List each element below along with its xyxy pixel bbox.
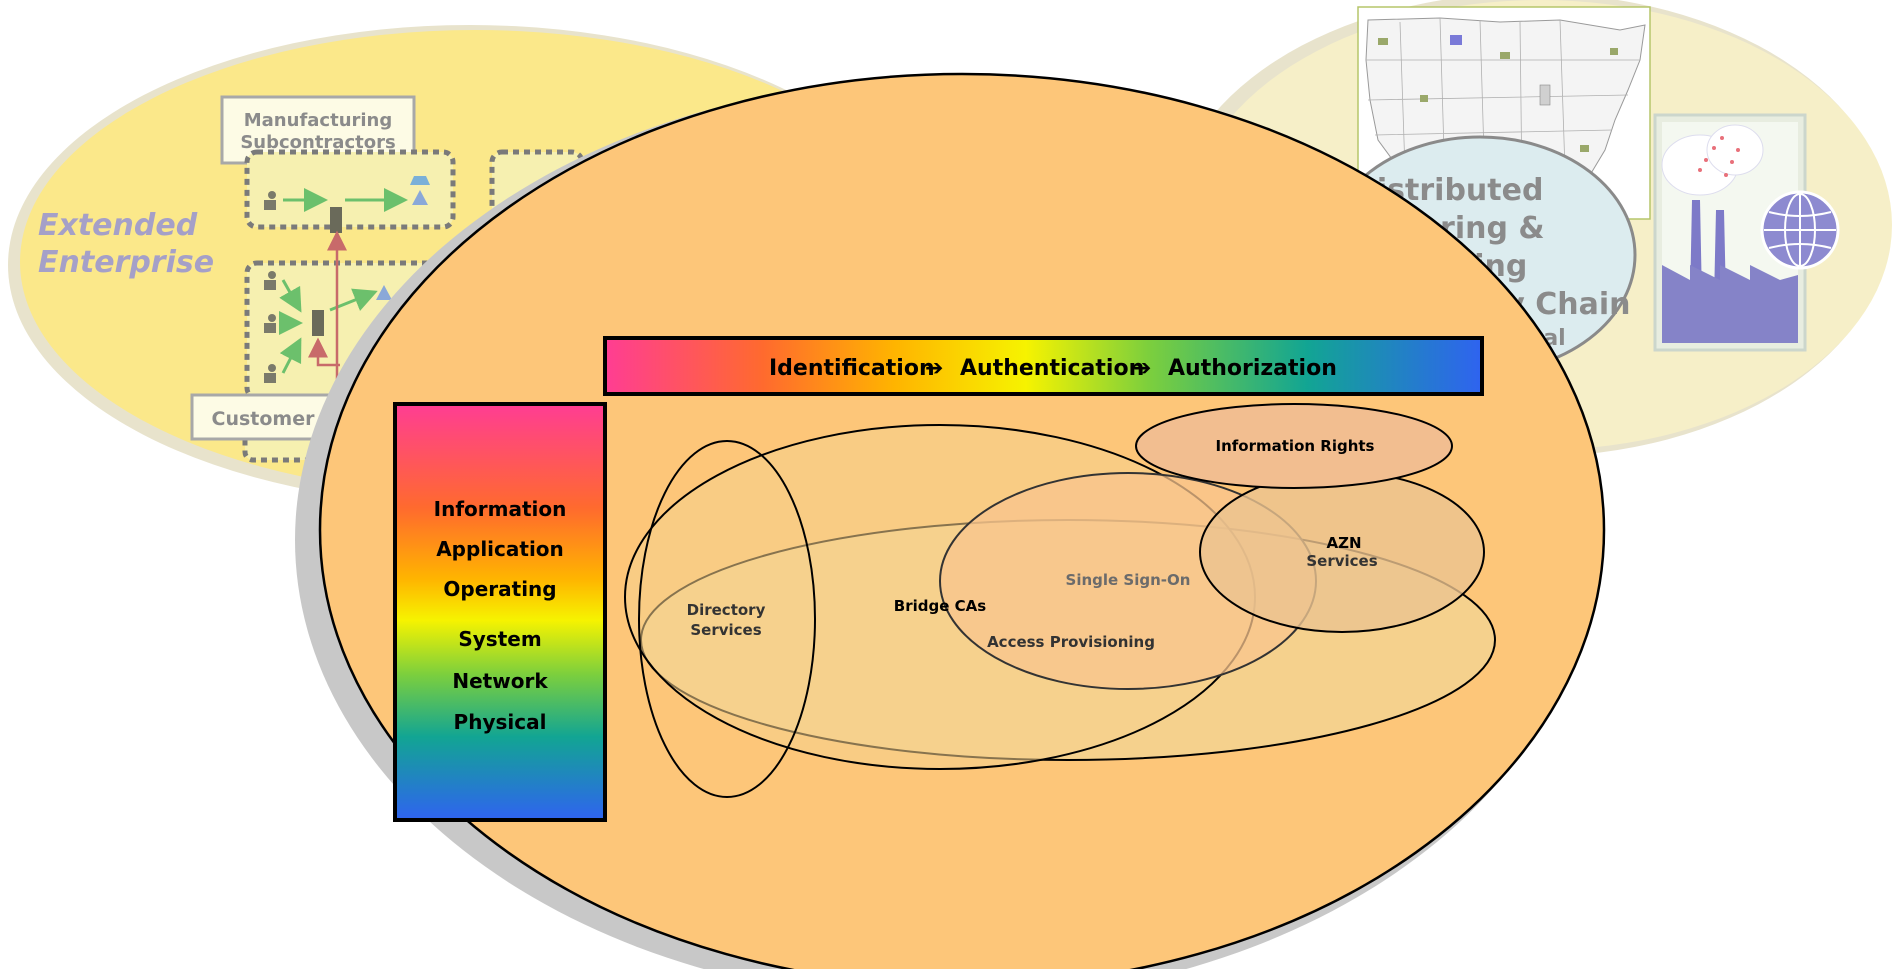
manufacturing-line1: Manufacturing (244, 110, 393, 131)
process-box-top (244, 149, 456, 230)
label-access-provisioning: Access Provisioning (987, 633, 1155, 651)
factory-globe-image (1653, 113, 1840, 352)
ellipse-information-rights (1135, 403, 1453, 489)
layer-label-system: System (458, 627, 541, 651)
banner-step-identification: Identification (769, 356, 935, 381)
worker-icons (264, 191, 276, 383)
label-directory-line2: Services (690, 621, 761, 639)
banner-arrow-2: ➔ (1133, 356, 1151, 381)
label-azn-line2: Services (1306, 552, 1377, 570)
venn-diagram (624, 403, 1496, 798)
label-information-rights: Information Rights (1216, 437, 1375, 455)
manufacturing-line2: Subcontractors (240, 132, 395, 153)
layer-label-application: Application (436, 537, 564, 561)
control-icons (312, 176, 430, 336)
extended-title-line2: Enterprise (38, 245, 214, 280)
customer-label: Customer (212, 408, 316, 430)
extended-title-line1: Extended (38, 208, 198, 243)
ellipse-directory-services (638, 440, 816, 798)
layer-label-information: Information (434, 497, 567, 521)
banner-arrow-1: ➔ (925, 356, 943, 381)
layer-label-operating: Operating (443, 577, 556, 601)
layer-label-physical: Physical (454, 710, 547, 734)
banner-step-authentication: Authentication (960, 356, 1144, 381)
customer-box (190, 393, 336, 441)
security-stack-region: Identification ➔ Authentication ➔ Author… (295, 72, 1606, 969)
label-azn-line1: AZN (1326, 534, 1361, 552)
layer-label-network: Network (452, 669, 548, 693)
banner-step-authorization: Authorization (1168, 356, 1337, 381)
layer-stack (393, 402, 607, 822)
label-directory-line1: Directory (687, 601, 766, 619)
iaa-banner (603, 336, 1484, 396)
label-single-sign-on: Single Sign-On (1066, 571, 1191, 589)
label-bridge-cas: Bridge CAs (894, 597, 986, 615)
